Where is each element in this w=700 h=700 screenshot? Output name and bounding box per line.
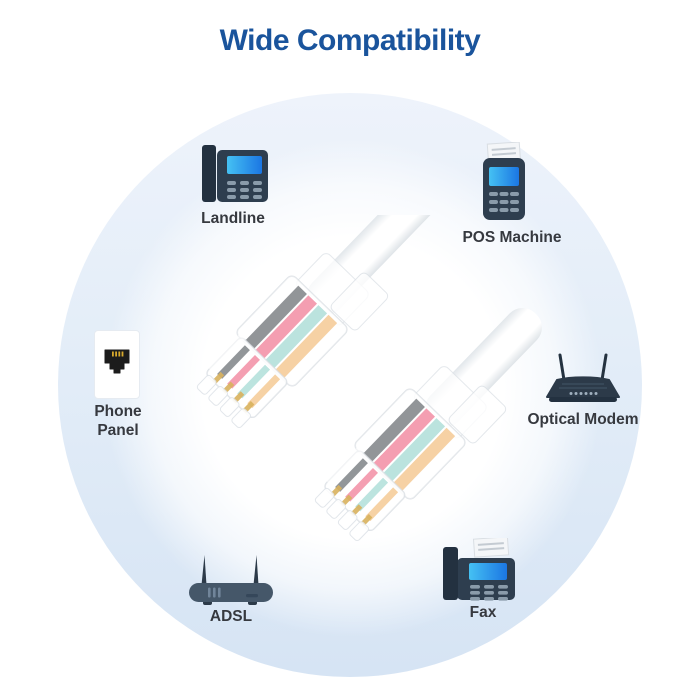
rj11-connector-left — [196, 215, 442, 429]
device-phone-panel — [94, 330, 140, 399]
device-adsl — [189, 553, 273, 607]
label-phone-panel-line1: Phone — [94, 403, 142, 420]
rj11-connectors-image — [196, 215, 542, 542]
label-pos-machine: POS Machine — [462, 229, 562, 246]
label-fax: Fax — [469, 604, 497, 621]
rj11-connector-right — [314, 308, 542, 542]
label-landline: Landline — [201, 210, 265, 227]
phone-wall-jack-icon — [94, 330, 140, 399]
optical-modem-icon — [546, 353, 620, 402]
label-adsl: ADSL — [209, 608, 253, 625]
adsl-router-icon — [189, 555, 273, 605]
device-fax — [443, 538, 515, 602]
landline-phone-icon — [202, 145, 268, 202]
label-phone-panel: Phone Panel — [94, 402, 141, 440]
label-optical-modem: Optical Modem — [527, 411, 639, 428]
center-white-glow — [93, 128, 613, 648]
device-pos-machine — [483, 142, 525, 220]
page-title: Wide Compatibility — [219, 24, 481, 57]
device-optical-modem — [541, 352, 625, 410]
device-landline — [202, 145, 268, 203]
fax-machine-icon — [443, 538, 515, 601]
label-phone-panel-line2: Panel — [97, 422, 139, 439]
pos-machine-icon — [483, 142, 525, 220]
